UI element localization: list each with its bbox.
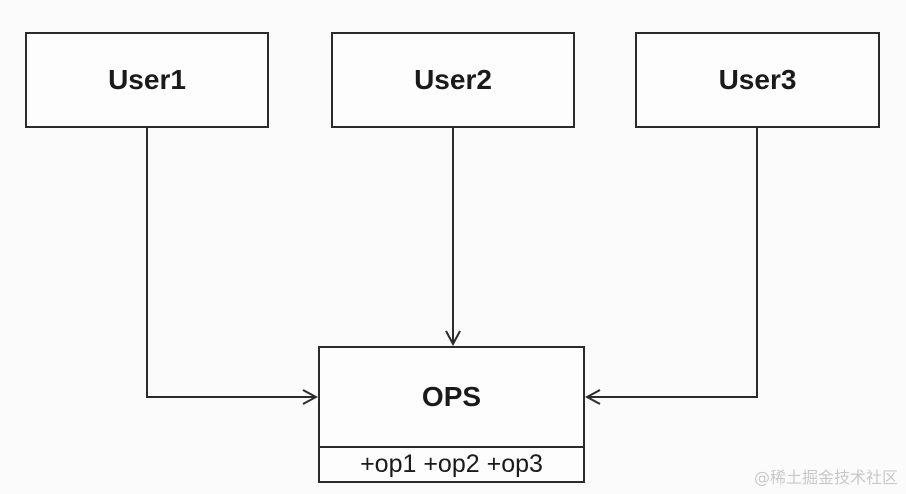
ops-class-name: OPS <box>421 381 482 412</box>
user1-class-box: User1 <box>25 32 269 128</box>
ops-methods-compartment: +op1 +op2 +op3 <box>360 450 543 478</box>
edge-user1-to-ops <box>146 128 316 397</box>
ops-compartment-divider <box>320 446 583 448</box>
user3-class-box: User3 <box>635 32 880 128</box>
ops-class-box: OPS +op1 +op2 +op3 <box>318 346 585 483</box>
user3-label: User3 <box>718 64 797 95</box>
watermark-text: @稀土掘金技术社区 <box>753 468 898 487</box>
edge-user3-to-ops <box>587 128 758 397</box>
user1-label: User1 <box>108 64 186 95</box>
user2-class-box: User2 <box>331 32 575 128</box>
user2-label: User2 <box>414 64 492 95</box>
